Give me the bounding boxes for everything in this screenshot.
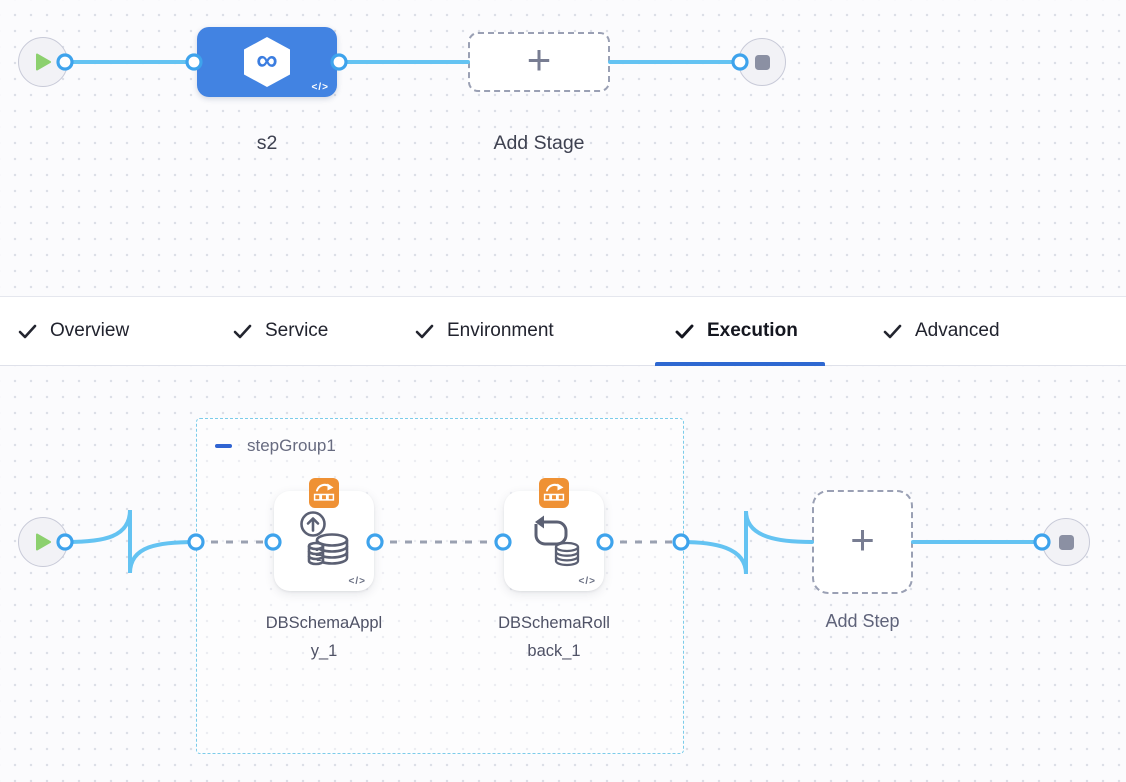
stop-icon bbox=[754, 54, 770, 70]
tab-service[interactable]: Service bbox=[233, 297, 328, 365]
play-icon bbox=[36, 53, 51, 71]
plus-icon: + bbox=[526, 36, 552, 83]
connector-port[interactable] bbox=[366, 533, 384, 551]
step-group-stepGroup1[interactable]: stepGroup1 bbox=[196, 418, 684, 754]
tab-label: Advanced bbox=[915, 320, 1000, 341]
harness-cd-stage-icon: ∞ bbox=[244, 37, 290, 87]
connector-port[interactable] bbox=[56, 533, 74, 551]
connector-port[interactable] bbox=[185, 53, 203, 71]
tab-advanced[interactable]: Advanced bbox=[883, 297, 1000, 365]
add-step-button[interactable]: + bbox=[812, 490, 913, 594]
step-name-label: DBSchemaApply_1 bbox=[265, 614, 383, 660]
execution-canvas: stepGroup1 </> bbox=[0, 366, 1126, 782]
db-schema-rollback-icon bbox=[534, 515, 580, 567]
tab-environment[interactable]: Environment bbox=[415, 297, 554, 365]
connector-port[interactable] bbox=[330, 53, 348, 71]
check-icon bbox=[18, 324, 37, 338]
connector-port[interactable] bbox=[731, 53, 749, 71]
tab-label: Execution bbox=[707, 320, 798, 341]
step-group-badge-icon bbox=[309, 478, 339, 508]
tab-label: Overview bbox=[50, 320, 130, 341]
play-icon bbox=[36, 533, 51, 551]
step-yaml-code-icon[interactable]: </> bbox=[578, 576, 596, 587]
step-group-badge-icon bbox=[539, 478, 569, 508]
step-yaml-code-icon[interactable]: </> bbox=[348, 576, 366, 587]
stop-icon bbox=[1058, 534, 1074, 550]
connector-port[interactable] bbox=[1033, 533, 1051, 551]
plus-icon: + bbox=[850, 516, 875, 563]
tab-label: Service bbox=[265, 320, 329, 341]
stage-config-tabbar: Overview Service Environment Execution A… bbox=[0, 296, 1126, 366]
stage-node-s2[interactable]: ∞ </> bbox=[197, 27, 337, 97]
tab-execution[interactable]: Execution bbox=[655, 297, 825, 366]
connector-port[interactable] bbox=[56, 53, 74, 71]
collapse-icon[interactable] bbox=[215, 444, 232, 448]
step-name-label: DBSchemaRollback_1 bbox=[498, 614, 610, 660]
step-group-header: stepGroup1 bbox=[215, 436, 336, 456]
connector-port[interactable] bbox=[672, 533, 690, 551]
step-group-name-label[interactable]: stepGroup1 bbox=[247, 436, 336, 455]
check-icon bbox=[415, 324, 434, 338]
db-schema-apply-icon bbox=[300, 511, 349, 566]
connector-port[interactable] bbox=[494, 533, 512, 551]
tab-label: Environment bbox=[447, 320, 554, 341]
add-stage-button[interactable]: + bbox=[468, 32, 610, 92]
tab-overview[interactable]: Overview bbox=[18, 297, 129, 365]
stage-canvas: ∞ </> + s2 Add Stage bbox=[0, 0, 1126, 296]
check-icon bbox=[675, 324, 694, 338]
check-icon bbox=[883, 324, 902, 338]
add-step-label: Add Step bbox=[825, 611, 900, 631]
stage-yaml-code-icon[interactable]: </> bbox=[311, 82, 329, 93]
connector-port[interactable] bbox=[596, 533, 614, 551]
stage-name-label: s2 bbox=[256, 132, 278, 154]
connector-port[interactable] bbox=[264, 533, 282, 551]
check-icon bbox=[233, 324, 252, 338]
add-stage-label: Add Stage bbox=[493, 132, 585, 154]
connector-port[interactable] bbox=[187, 533, 205, 551]
